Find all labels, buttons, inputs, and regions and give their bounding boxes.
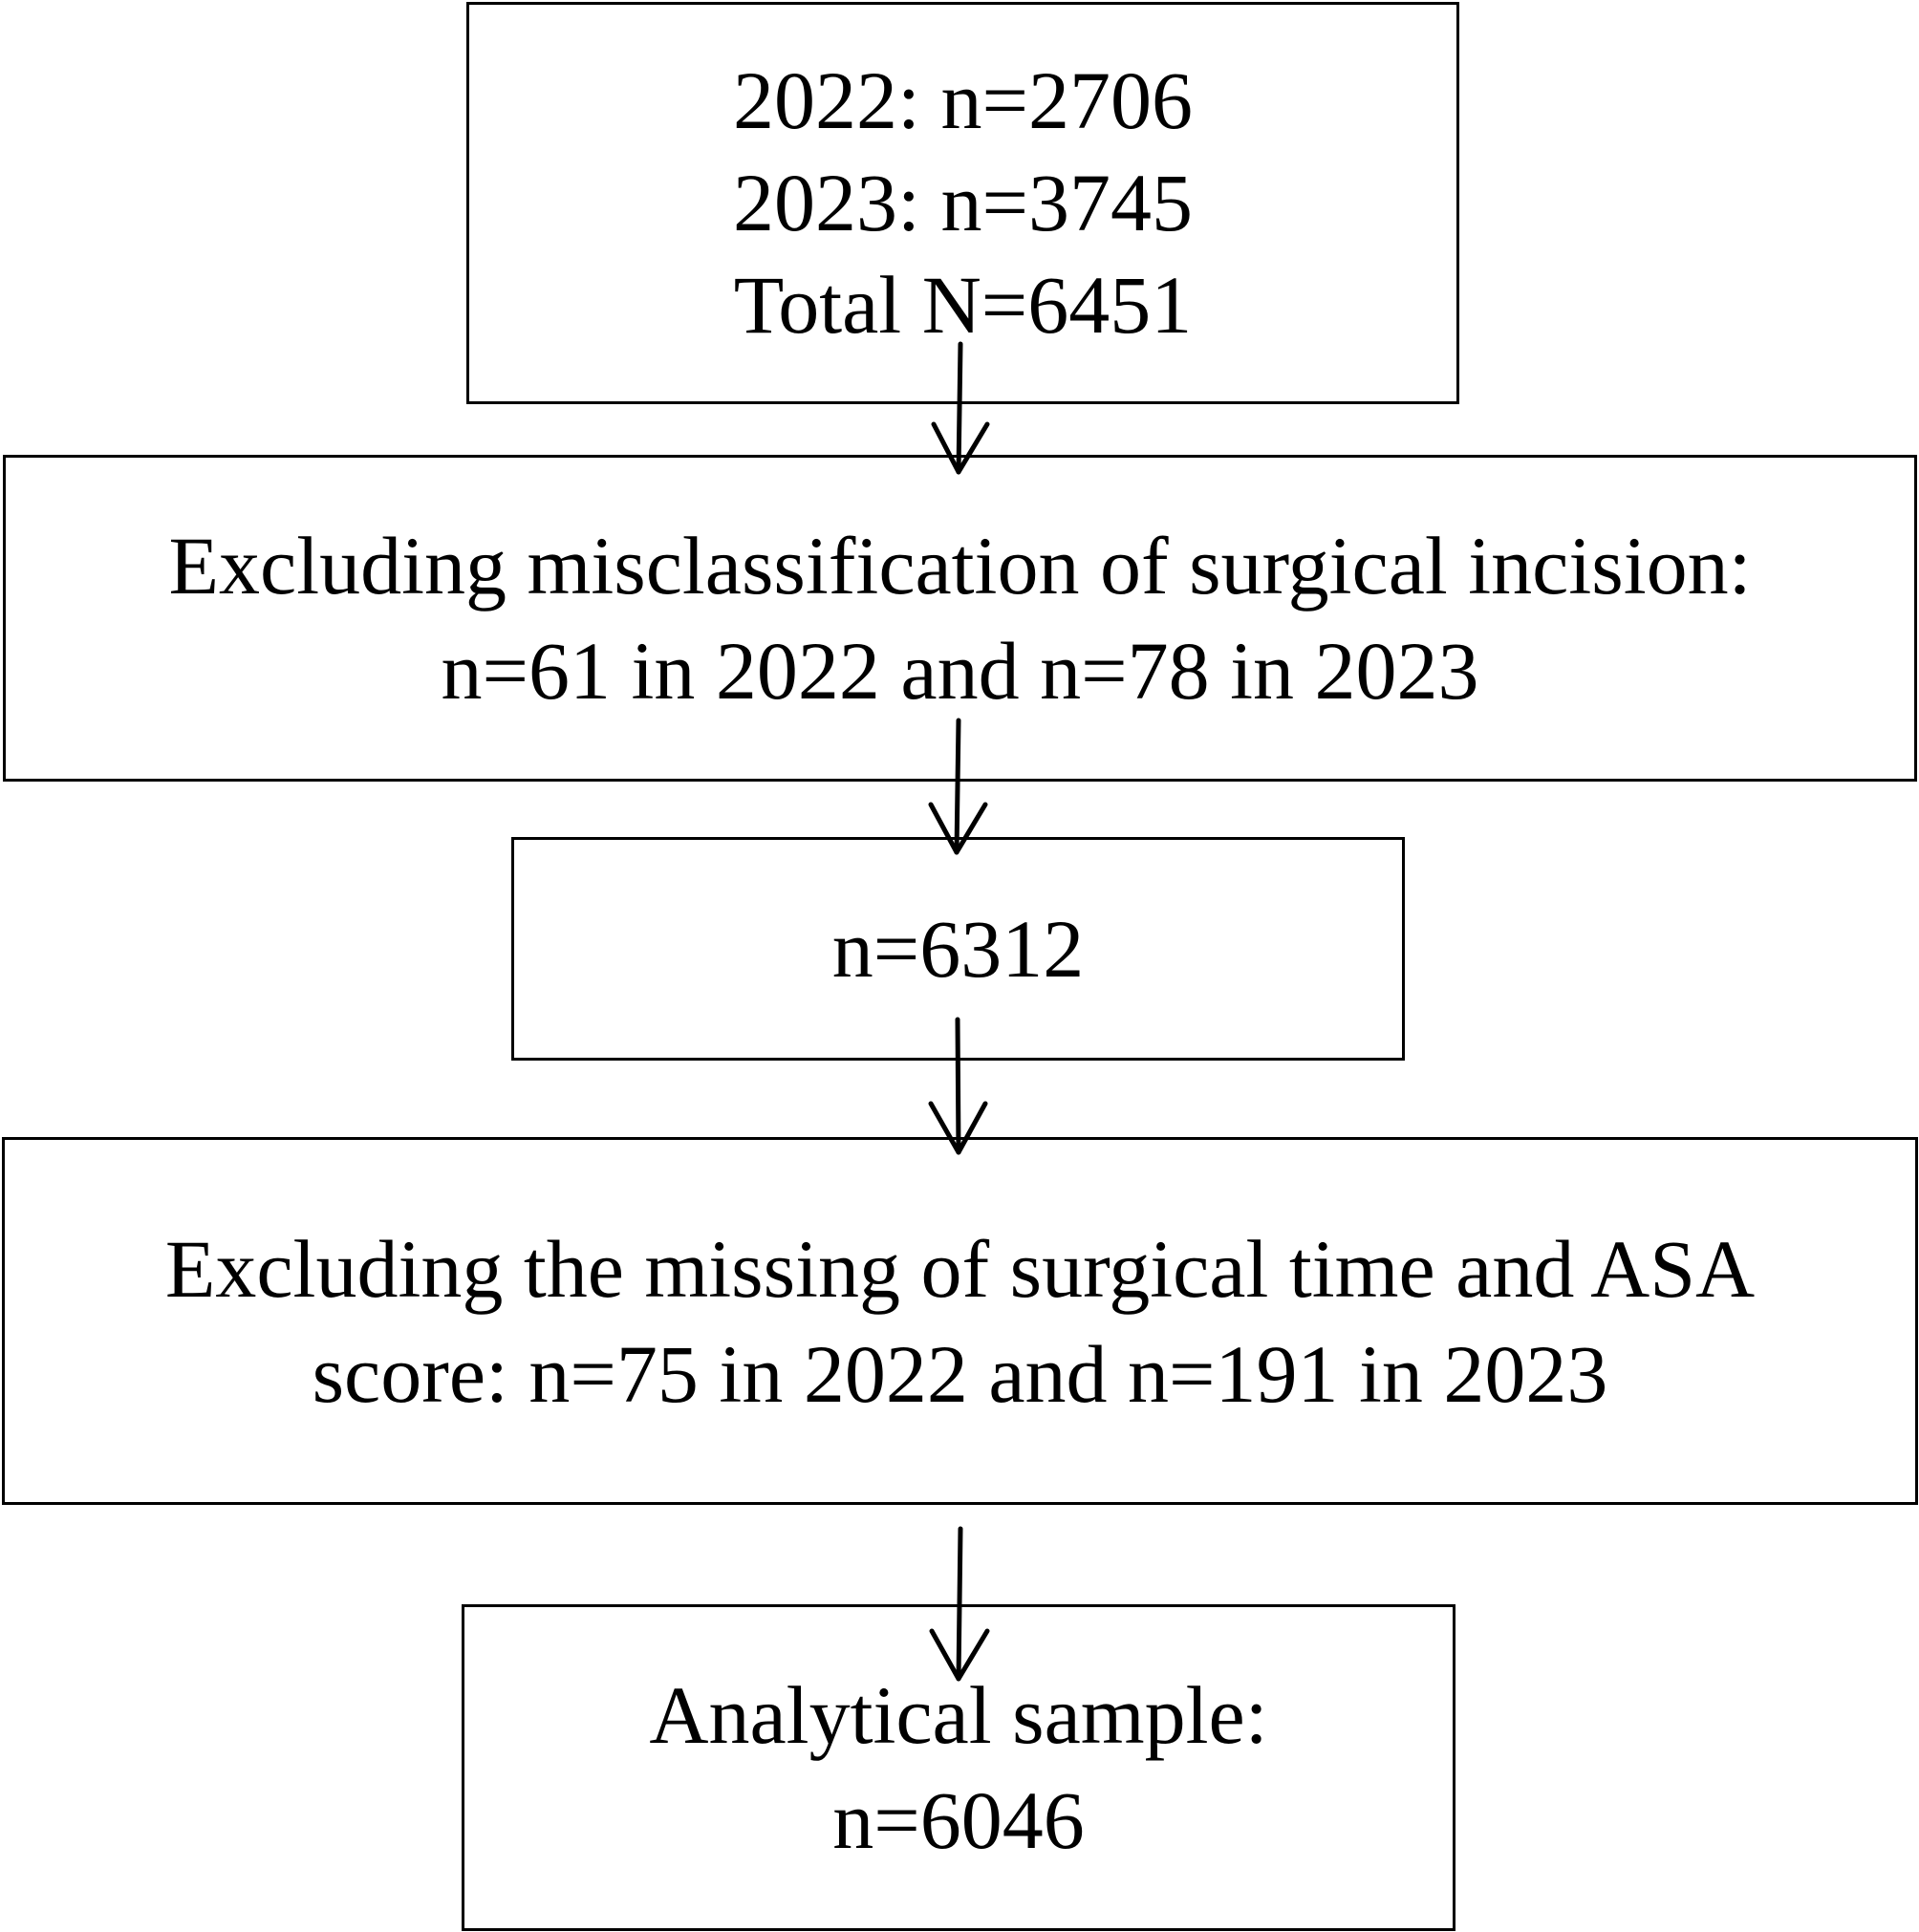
cohort-2023-count: 2023: n=3745: [733, 157, 1193, 248]
initial-cohort-box: 2022: n=2706 2023: n=3745 Total N=6451: [466, 2, 1459, 404]
exclusion-2-counts: score: n=75 in 2022 and n=191 in 2023: [312, 1327, 1608, 1420]
exclusion-2-heading: Excluding the missing of surgical time a…: [164, 1222, 1756, 1315]
intermediate-count-box: n=6312: [511, 837, 1405, 1061]
analytical-sample-label: Analytical sample:: [649, 1669, 1268, 1761]
cohort-2022-count: 2022: n=2706: [733, 54, 1193, 146]
intermediate-count: n=6312: [831, 903, 1085, 995]
exclusion-missing-data-box: Excluding the missing of surgical time a…: [2, 1137, 1918, 1505]
analytical-sample-count: n=6046: [832, 1774, 1085, 1866]
exclusion-1-heading: Excluding misclassification of surgical …: [168, 520, 1752, 612]
cohort-total-count: Total N=6451: [733, 259, 1193, 351]
exclusion-1-counts: n=61 in 2022 and n=78 in 2023: [441, 625, 1479, 717]
exclusion-misclassification-box: Excluding misclassification of surgical …: [3, 455, 1917, 782]
analytical-sample-box: Analytical sample: n=6046: [462, 1604, 1455, 1931]
